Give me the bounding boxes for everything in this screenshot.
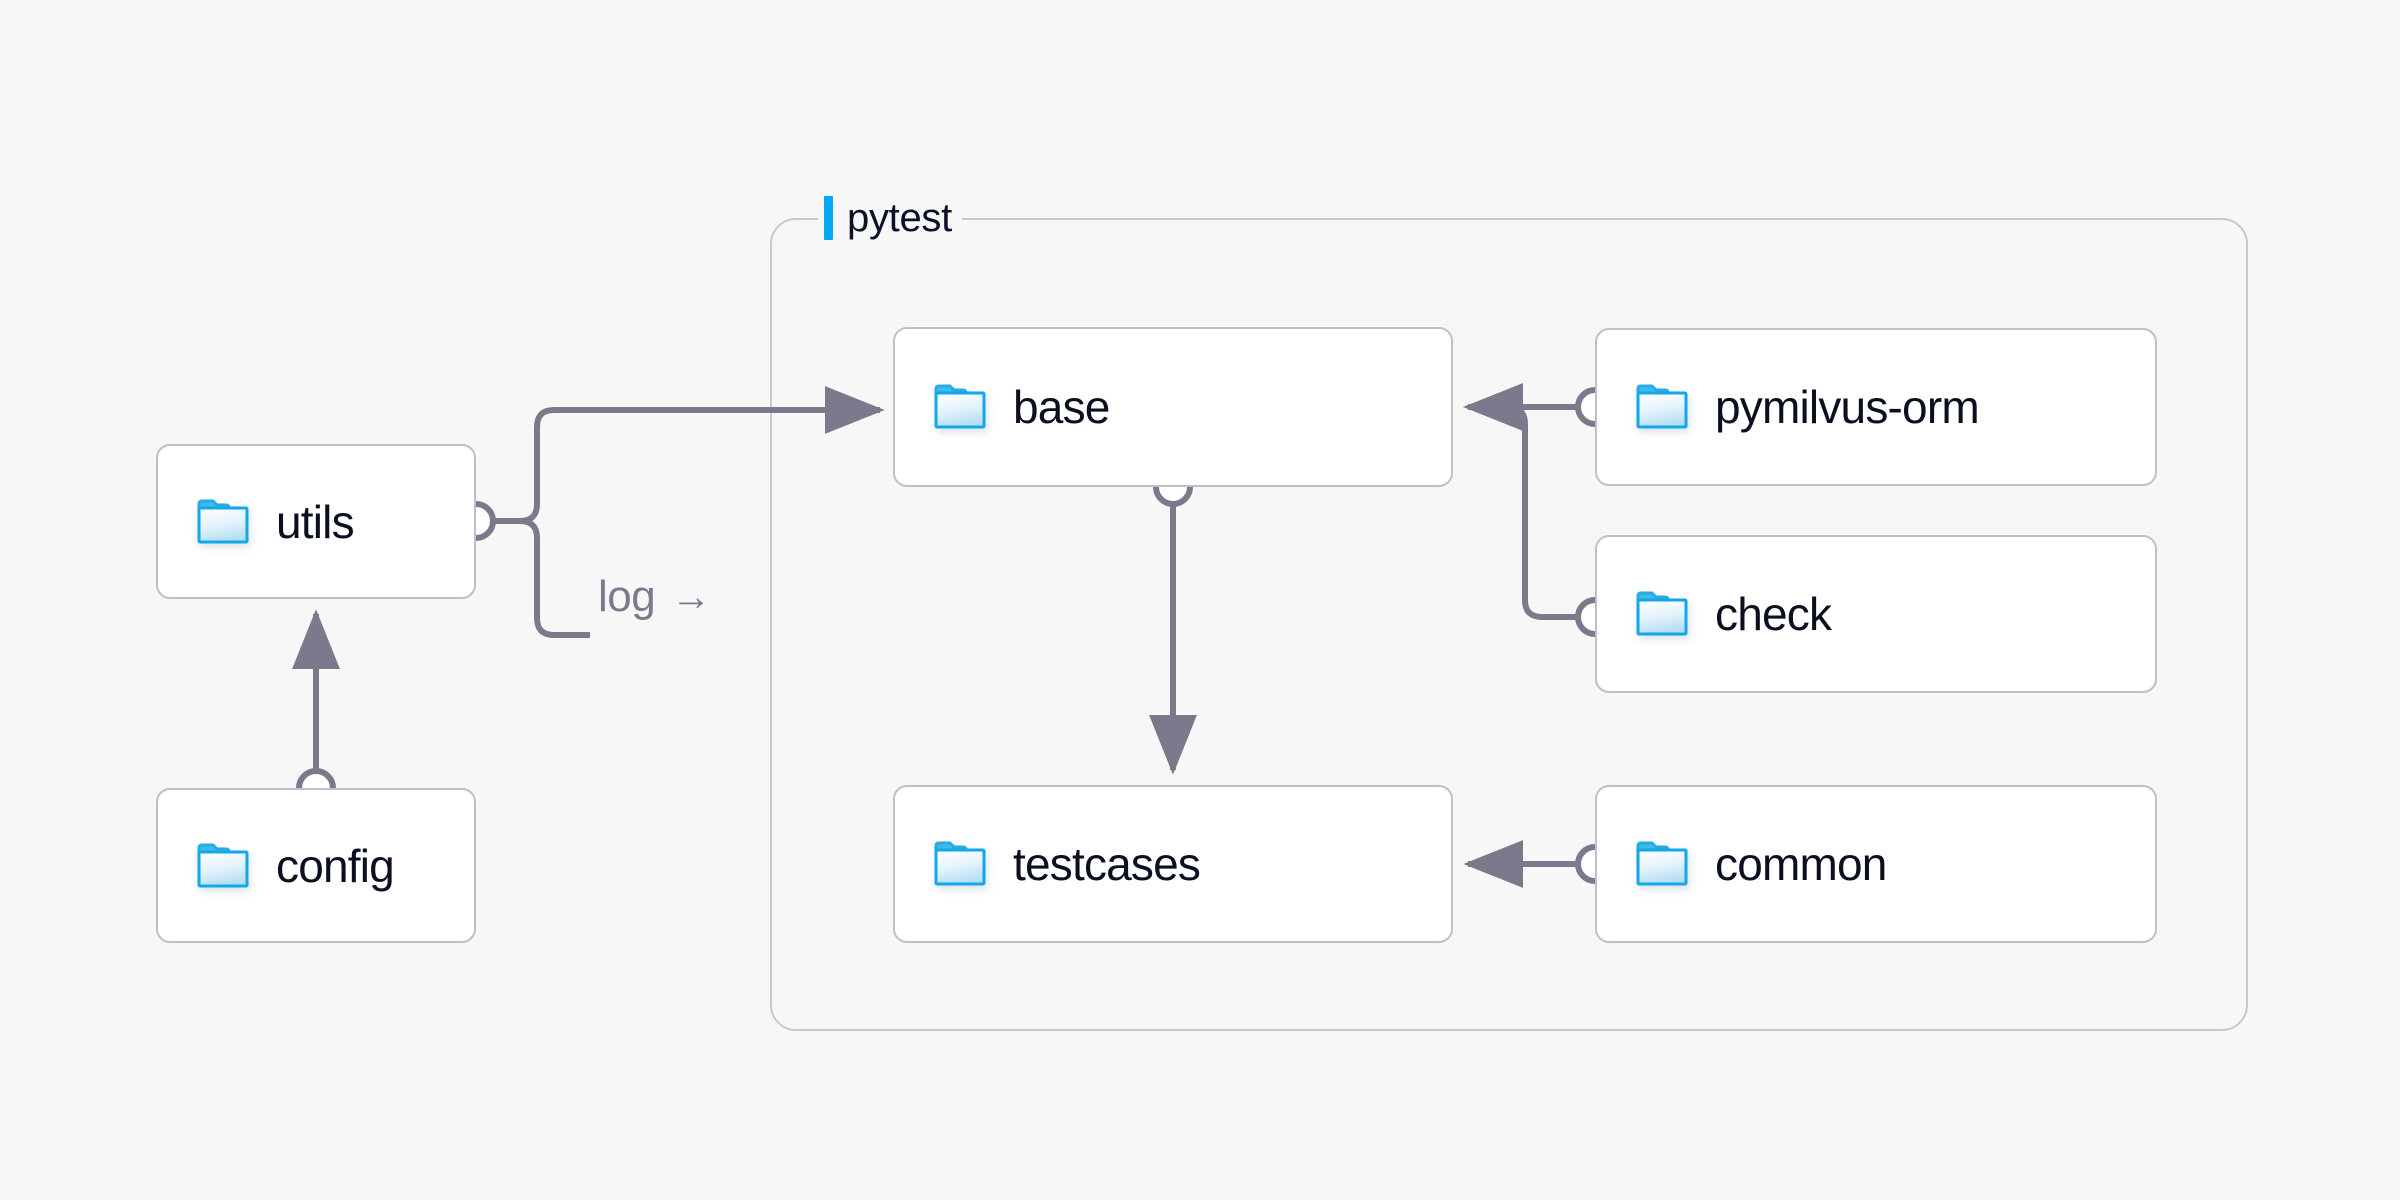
group-label-pytest[interactable]: pytest — [818, 190, 962, 246]
node-config[interactable]: config — [156, 788, 476, 943]
node-label: pymilvus-orm — [1715, 381, 1980, 433]
node-label: config — [276, 839, 395, 892]
folder-icon — [1635, 841, 1689, 887]
node-utils[interactable]: utils — [156, 444, 476, 599]
edge-utils-to-log — [476, 518, 590, 638]
folder-icon — [1635, 591, 1689, 637]
node-label: common — [1715, 838, 1887, 890]
node-testcases[interactable]: testcases — [893, 785, 1453, 943]
node-label: base — [1013, 381, 1110, 433]
edge-label-log-text: log — [598, 572, 656, 621]
node-label: utils — [276, 495, 355, 548]
folder-icon — [196, 843, 250, 889]
node-check[interactable]: check — [1595, 535, 2157, 693]
group-container-pytest[interactable] — [770, 218, 2248, 1031]
group-label-text: pytest — [847, 195, 952, 240]
node-label: testcases — [1013, 838, 1201, 890]
node-common[interactable]: common — [1595, 785, 2157, 943]
folder-icon — [1635, 384, 1689, 430]
folder-icon — [933, 384, 987, 430]
arrow-right-icon: → — [671, 575, 712, 619]
node-base[interactable]: base — [893, 327, 1453, 487]
edge-label-log[interactable]: log → — [598, 575, 711, 619]
node-label: check — [1715, 588, 1832, 640]
folder-icon — [196, 499, 250, 545]
accent-bar-icon — [824, 196, 833, 240]
node-pymilvus-orm[interactable]: pymilvus-orm — [1595, 328, 2157, 486]
folder-icon — [933, 841, 987, 887]
